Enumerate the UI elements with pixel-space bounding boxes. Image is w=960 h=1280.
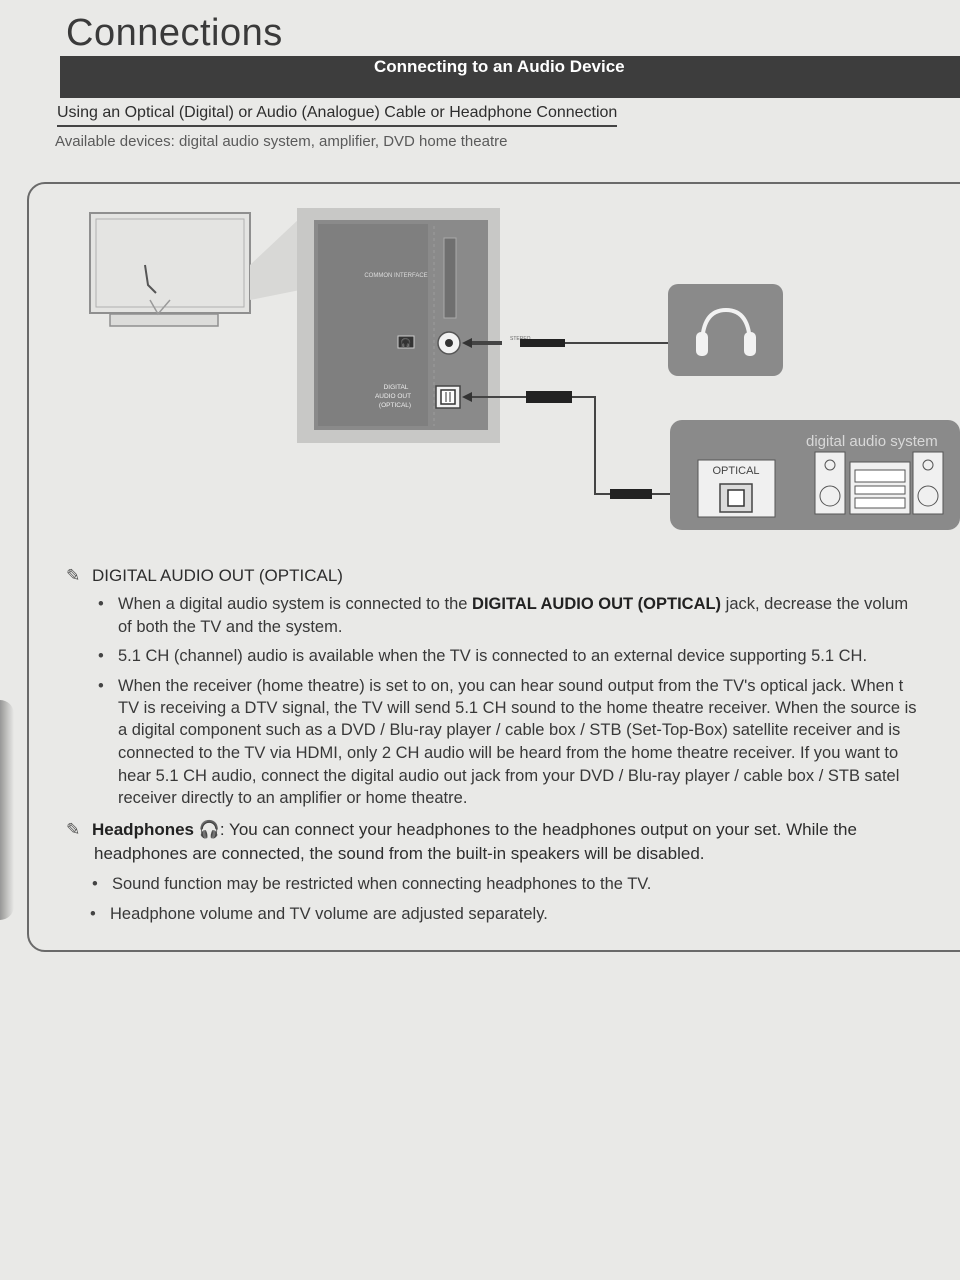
headphones-note: ✎Headphones 🎧: You can connect your head… (66, 820, 857, 839)
subsection-title: Using an Optical (Digital) or Audio (Ana… (57, 104, 618, 127)
headphones-bullet-1: •Sound function may be restricted when c… (92, 875, 652, 893)
finger-shadow (0, 700, 14, 920)
page-title: Connections (66, 12, 283, 54)
digital-note-bullet-3-line-6: receiver directly to an amplifier or hom… (118, 789, 468, 807)
headphone-port-symbol: 🎧 (400, 337, 411, 349)
digital-audio-note-heading: ✎DIGITAL AUDIO OUT (OPTICAL) (66, 566, 343, 585)
headphone-icon (696, 307, 756, 356)
digital-note-bullet-3-line-3: a digital component such as a DVD / Blu-… (118, 721, 901, 739)
digital-note-bullet-2: •5.1 CH (channel) audio is available whe… (98, 647, 868, 665)
optical-input-label: OPTICAL (712, 465, 759, 477)
pencil-icon: ✎ (66, 820, 81, 839)
headphone-cable: STEREO (462, 336, 668, 348)
digital-audio-out-label-2: AUDIO OUT (375, 393, 411, 400)
tv-icon (89, 212, 251, 327)
section-bar (60, 56, 960, 98)
headphone-icon: 🎧 (194, 820, 220, 839)
headphones-bullet-2: •Headphone volume and TV volume are adju… (90, 905, 548, 923)
section-title: Connecting to an Audio Device (374, 57, 625, 76)
digital-note-bullet-3-line-4: connected to the TV via HDMI, only 2 CH … (118, 744, 899, 762)
digital-note-bullet-3: •When the receiver (home theatre) is set… (98, 677, 904, 695)
available-devices: Available devices: digital audio system,… (55, 133, 508, 150)
connection-diagram: COMMON INTERFACE 🎧 DIGITAL AUDIO OUT (OP… (89, 208, 960, 530)
headphones-note-line-2: headphones are connected, the sound from… (94, 844, 705, 863)
optical-cable (462, 391, 680, 499)
digital-audio-out-label-1: DIGITAL (384, 384, 409, 391)
digital-note-bullet-1: •When a digital audio system is connecte… (98, 595, 909, 613)
digital-note-bullet-1-cont: of both the TV and the system. (118, 618, 343, 636)
digital-audio-system-label: digital audio system (806, 433, 938, 450)
zoom-band (250, 218, 300, 300)
headphones-box (668, 284, 783, 376)
common-interface-label: COMMON INTERFACE (364, 273, 427, 279)
digital-audio-system-icon (814, 451, 944, 515)
content-box (27, 182, 960, 952)
digital-note-bullet-3-line-2: TV is receiving a DTV signal, the TV wil… (118, 699, 917, 717)
pencil-icon: ✎ (66, 566, 81, 585)
digital-note-bullet-3-line-5: hear 5.1 CH audio, connect the digital a… (118, 767, 900, 785)
digital-audio-out-label-3: (OPTICAL) (379, 402, 411, 409)
